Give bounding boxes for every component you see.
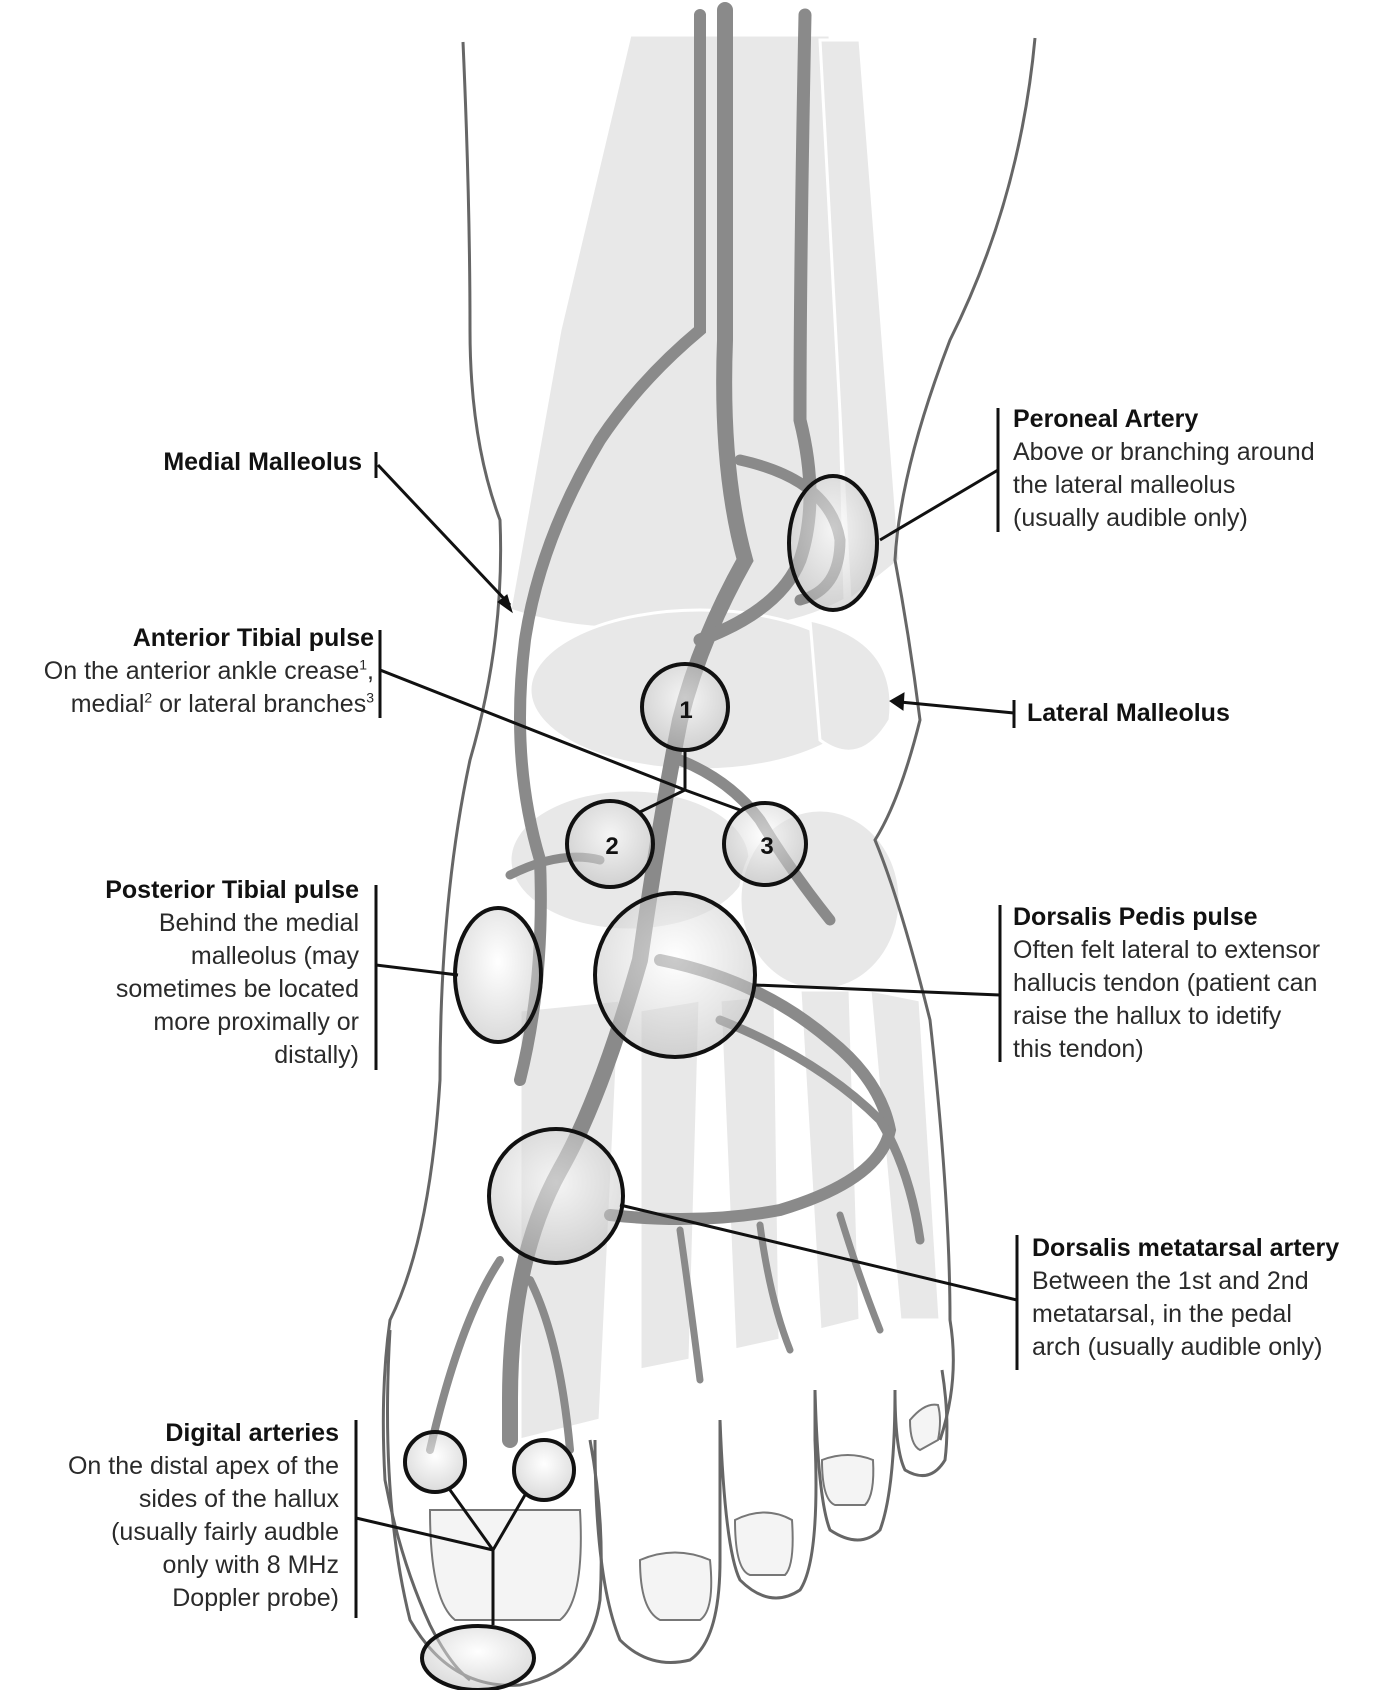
peroneal-artery-desc-line: (usually audible only) xyxy=(1013,502,1315,535)
digital-arteries-desc-line: Doppler probe) xyxy=(68,1582,339,1615)
posterior-tibial-pulse-site xyxy=(455,908,541,1042)
posterior-tibial-desc-line: sometimes be located xyxy=(105,973,359,1006)
posterior-tibial-desc-line: Behind the medial xyxy=(105,907,359,940)
anterior-tibial-title: Anterior Tibial pulse xyxy=(44,622,374,655)
dorsalis-pedis-title: Dorsalis Pedis pulse xyxy=(1013,901,1320,934)
peroneal-artery-desc-line: the lateral malleolus xyxy=(1013,469,1315,502)
anterior-tibial-desc-line1: On the anterior ankle crease1, xyxy=(44,655,374,688)
hallux-apex-site xyxy=(422,1626,534,1690)
dorsalis-metatarsal-desc-line: Between the 1st and 2nd xyxy=(1032,1265,1339,1298)
digital-arteries-desc-line: (usually fairly audble xyxy=(68,1516,339,1549)
dorsalis-metatarsal-desc-line: metatarsal, in the pedal xyxy=(1032,1298,1339,1331)
toe5-nail xyxy=(910,1405,940,1450)
toe2-nail xyxy=(640,1553,711,1621)
toe3-nail xyxy=(735,1513,793,1576)
medial-malleolus-label: Medial Malleolus xyxy=(163,446,362,479)
dorsalis-pedis-pulse-site xyxy=(595,893,755,1057)
dorsalis-metatarsal-title: Dorsalis metatarsal artery xyxy=(1032,1232,1339,1265)
lateral-malleolus-title: Lateral Malleolus xyxy=(1027,697,1230,730)
dorsalis-metatarsal-site xyxy=(489,1129,623,1263)
dorsalis-pedis-desc-line: Often felt lateral to extensor xyxy=(1013,934,1320,967)
posterior-tibial-label: Posterior Tibial pulse Behind the medial… xyxy=(105,874,359,1072)
posterior-tibial-desc-line: distally) xyxy=(105,1039,359,1072)
toe4-nail xyxy=(822,1455,873,1505)
peroneal-artery-title: Peroneal Artery xyxy=(1013,403,1315,436)
marker-3: 3 xyxy=(760,833,773,860)
digital-artery-medial xyxy=(430,1260,500,1450)
anterior-tibial-desc-line2: medial2 or lateral branches3 xyxy=(44,688,374,721)
dorsalis-pedis-desc-line: raise the hallux to idetify xyxy=(1013,1000,1320,1033)
peroneal-pulse-site xyxy=(789,476,877,610)
dorsalis-pedis-desc-line: this tendon) xyxy=(1013,1033,1320,1066)
marker-1: 1 xyxy=(679,697,692,724)
lateral-malleolus-label: Lateral Malleolus xyxy=(1027,697,1230,730)
digital-arteries-title: Digital arteries xyxy=(68,1417,339,1450)
digital-arteries-desc-line: sides of the hallux xyxy=(68,1483,339,1516)
digital-arteries-desc-line: On the distal apex of the xyxy=(68,1450,339,1483)
toe2-outline xyxy=(595,1420,720,1663)
peroneal-artery-label: Peroneal Artery Above or branching aroun… xyxy=(1013,403,1315,535)
dorsalis-pedis-label: Dorsalis Pedis pulse Often felt lateral … xyxy=(1013,901,1320,1066)
peroneal-artery-desc-line: Above or branching around xyxy=(1013,436,1315,469)
digital-arteries-desc-line: only with 8 MHz xyxy=(68,1549,339,1582)
marker-2: 2 xyxy=(605,833,618,860)
anterior-tibial-label: Anterior Tibial pulse On the anterior an… xyxy=(44,622,374,721)
dorsalis-metatarsal-desc-line: arch (usually audible only) xyxy=(1032,1331,1339,1364)
posterior-tibial-desc-line: malleolus (may xyxy=(105,940,359,973)
lateral-malleolus-bone xyxy=(810,620,891,751)
peroneal-leader xyxy=(880,470,998,540)
dorsalis-pedis-desc-line: hallucis tendon (patient can xyxy=(1013,967,1320,1000)
posterior-tibial-title: Posterior Tibial pulse xyxy=(105,874,359,907)
posterior-tibial-desc-line: more proximally or xyxy=(105,1006,359,1039)
digital-arteries-label: Digital arteries On the distal apex of t… xyxy=(68,1417,339,1615)
posterior-tibial-leader xyxy=(376,965,458,975)
digital-site-lateral xyxy=(514,1440,574,1500)
dorsalis-metatarsal-label: Dorsalis metatarsal artery Between the 1… xyxy=(1032,1232,1339,1364)
digital-site-medial xyxy=(405,1432,465,1492)
medial-malleolus-title: Medial Malleolus xyxy=(163,446,362,479)
